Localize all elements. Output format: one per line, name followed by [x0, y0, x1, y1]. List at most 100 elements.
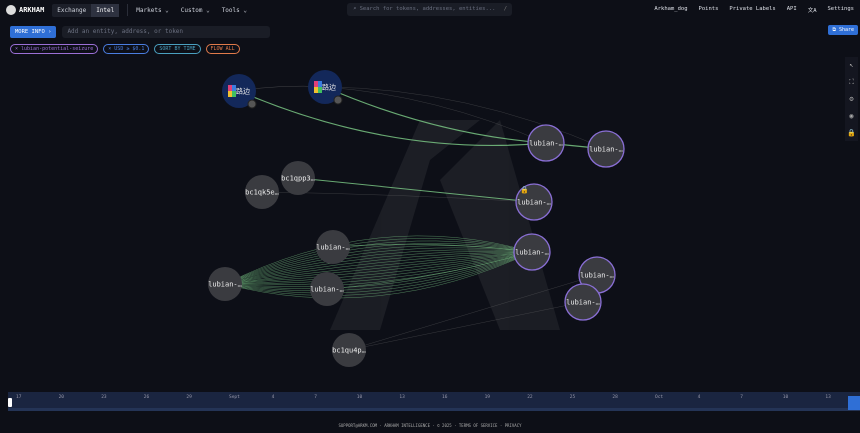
filter-chip[interactable]: SORT BY TIME: [154, 44, 201, 54]
top-nav: ARKHAM Exchange Intel Markets ⌄ Custom ⌄…: [0, 0, 860, 20]
view-icon[interactable]: ◉: [849, 112, 854, 120]
flow-edge[interactable]: [324, 86, 547, 144]
flow-edge[interactable]: [224, 251, 533, 285]
flow-edge[interactable]: [224, 251, 533, 285]
timeline-label: 25: [569, 395, 576, 400]
node-label: lubian-…: [310, 286, 344, 294]
graph-node-address[interactable]: lubian-…: [208, 267, 242, 301]
timeline-label: 7: [314, 395, 317, 400]
flow-edge[interactable]: [224, 251, 533, 289]
node-circle[interactable]: [527, 124, 565, 162]
chain-badge-icon: [333, 95, 343, 105]
flow-edge[interactable]: [224, 235, 533, 285]
flow-edge[interactable]: [224, 243, 533, 285]
node-circle[interactable]: [281, 161, 315, 195]
add-entity-input[interactable]: Add an entity, address, or token: [62, 26, 271, 38]
node-circle[interactable]: [316, 230, 350, 264]
graph-node-tracked[interactable]: lubian-…: [527, 124, 565, 162]
flow-edge[interactable]: [324, 86, 547, 144]
flow-edge[interactable]: [224, 251, 533, 285]
flow-edge[interactable]: [224, 251, 533, 296]
timeline-end-handle[interactable]: [848, 396, 860, 410]
graph-node-entity[interactable]: 路边: [308, 70, 343, 105]
arkham-watermark: [330, 120, 560, 330]
flow-edge[interactable]: [224, 251, 533, 292]
flow-edge[interactable]: [238, 90, 547, 147]
flow-edge[interactable]: [326, 251, 533, 290]
mode-intel[interactable]: Intel: [91, 3, 120, 17]
share-button[interactable]: ⧉ Share: [828, 25, 858, 35]
filter-chip[interactable]: × USD ≥ $0.1: [103, 44, 150, 54]
node-circle[interactable]: [308, 70, 342, 104]
menu-custom[interactable]: Custom ⌄: [180, 6, 210, 14]
node-circle[interactable]: [587, 130, 625, 168]
private-labels-link[interactable]: Private Labels: [729, 6, 776, 12]
pointer-icon[interactable]: ↖: [849, 61, 854, 69]
graph-node-tracked[interactable]: lubian-…: [587, 130, 625, 168]
timeline-start-handle[interactable]: [8, 398, 12, 407]
flow-edge[interactable]: [224, 238, 533, 285]
entity-logo-icon: [228, 85, 232, 91]
menu-markets[interactable]: Markets ⌄: [136, 6, 169, 14]
brand-logo[interactable]: ARKHAM: [6, 5, 44, 15]
entity-logo-icon: [232, 85, 236, 91]
fit-icon[interactable]: ⛶: [849, 78, 854, 86]
flow-edge[interactable]: [224, 251, 533, 285]
flow-edge[interactable]: [224, 251, 533, 285]
graph-node-address[interactable]: lubian-…: [316, 230, 350, 264]
flow-edge[interactable]: [224, 251, 533, 294]
account-link[interactable]: Arkham_dog: [654, 6, 688, 12]
node-circle[interactable]: [208, 267, 242, 301]
node-circle[interactable]: [515, 183, 553, 221]
menu-tools[interactable]: Tools ⌄: [221, 6, 247, 14]
api-link[interactable]: API: [786, 6, 797, 12]
flow-edge[interactable]: [348, 301, 584, 351]
graph-node-tracked[interactable]: lubian-…: [513, 233, 551, 271]
graph-node-address[interactable]: bc1qk5e…: [245, 175, 279, 209]
timeline-label: 13: [399, 395, 405, 400]
more-info-button[interactable]: MORE INFO ›: [10, 26, 57, 38]
settings-icon[interactable]: ⚙: [849, 95, 854, 103]
flow-edge[interactable]: [224, 251, 533, 286]
node-circle[interactable]: [310, 272, 344, 306]
flow-edge[interactable]: [224, 249, 533, 285]
flow-edge[interactable]: [224, 251, 533, 285]
graph-toolbar: MORE INFO › Add an entity, address, or t…: [10, 26, 271, 38]
node-circle[interactable]: [513, 233, 551, 271]
graph-node-address[interactable]: bc1qpp3…: [281, 161, 315, 195]
language-icon[interactable]: 文A: [807, 8, 817, 14]
filter-chip[interactable]: FLOW ALL: [205, 44, 240, 54]
flow-edge[interactable]: [297, 177, 535, 203]
timeline-label: 10: [782, 395, 789, 400]
entity-logo-icon: [314, 87, 318, 93]
flow-edge[interactable]: [224, 251, 533, 299]
node-circle[interactable]: [245, 175, 279, 209]
flow-edge[interactable]: [324, 86, 607, 150]
search-input[interactable]: ⌕ Search for tokens, addresses, entities…: [347, 3, 512, 16]
points-link[interactable]: Points: [698, 6, 719, 12]
flow-edge[interactable]: [348, 274, 598, 351]
lock-icon: 🔒: [520, 186, 529, 194]
lock-icon[interactable]: 🔒: [847, 129, 856, 137]
flow-edge[interactable]: [224, 247, 533, 285]
flow-edge[interactable]: [224, 251, 533, 285]
node-label: bc1qu4p…: [332, 347, 366, 355]
graph-node-tracked[interactable]: lubian-…🔒: [515, 183, 553, 221]
flow-edge[interactable]: [224, 251, 533, 285]
graph-node-address[interactable]: bc1qu4p…: [332, 333, 366, 367]
flow-edge[interactable]: [224, 240, 533, 285]
timeline-label: 28: [612, 395, 618, 400]
node-circle[interactable]: [332, 333, 366, 367]
flow-edge[interactable]: [332, 243, 533, 253]
mode-exchange[interactable]: Exchange: [57, 6, 87, 14]
graph-node-address[interactable]: lubian-…: [310, 272, 344, 306]
node-label: lubian-…: [589, 146, 623, 154]
flow-graph[interactable]: 路边路边lubian-…lubian-…lubian-…🔒bc1qpp3…bc1…: [0, 0, 860, 388]
graph-node-tracked[interactable]: lubian-…: [564, 283, 602, 321]
graph-node-entity[interactable]: 路边: [222, 74, 257, 109]
node-circle[interactable]: [564, 283, 602, 321]
node-circle[interactable]: [222, 74, 256, 108]
filter-chip[interactable]: × lubian-potential-seizure: [10, 44, 99, 54]
settings-link[interactable]: Settings: [827, 6, 855, 12]
